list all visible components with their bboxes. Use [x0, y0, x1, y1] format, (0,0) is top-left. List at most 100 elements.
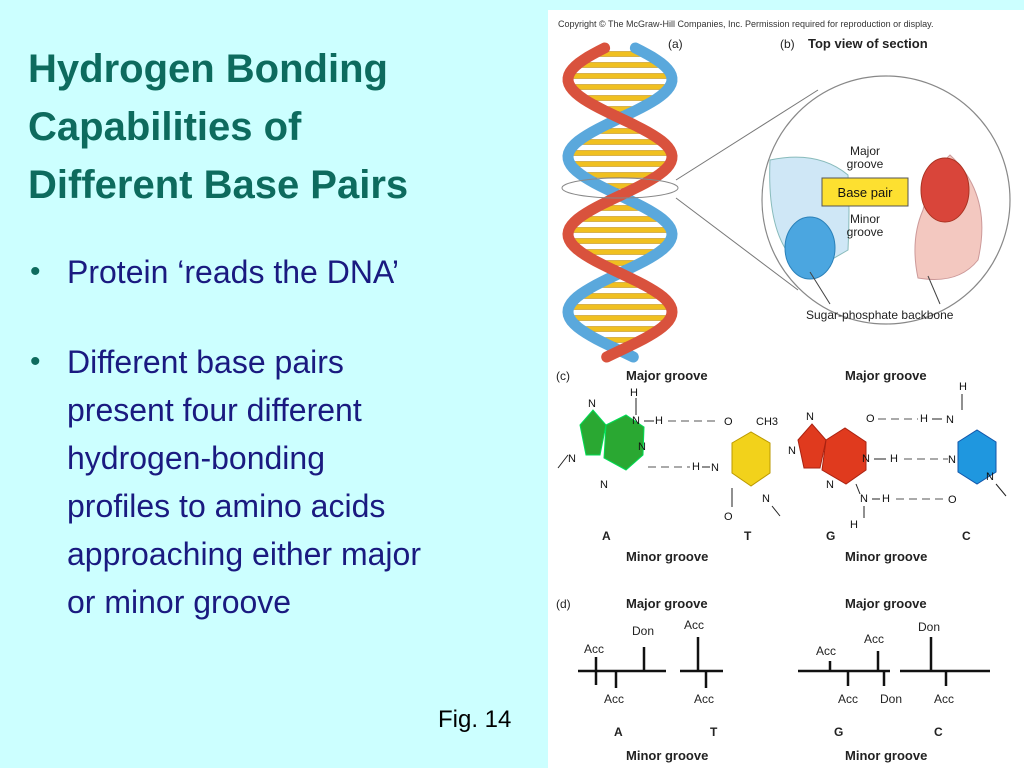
- atom-label: N: [600, 479, 608, 491]
- helix-rung: [569, 238, 671, 244]
- atom-label: N: [762, 493, 770, 505]
- bullet-item: Protein ‘reads the DNA’: [30, 248, 530, 296]
- major-groove-label-at-d: Major groove: [626, 596, 708, 611]
- bullet-line: approaching either major: [67, 536, 421, 572]
- atom-label: N: [806, 411, 814, 423]
- panel-a-label: (a): [668, 37, 683, 51]
- atom-label: H: [890, 453, 898, 465]
- helix-rung: [569, 315, 671, 321]
- donor-label: Don: [880, 692, 902, 706]
- atom-label: H: [692, 461, 700, 473]
- helix-strand-blue: [562, 42, 678, 363]
- slide-title: Hydrogen Bonding Capabilities of Differe…: [28, 40, 528, 214]
- base-label-t: T: [710, 725, 718, 739]
- section-marker: [561, 177, 679, 199]
- profile-gc: [798, 637, 990, 686]
- atom-label: H: [655, 415, 663, 427]
- atom-label: H: [630, 387, 638, 399]
- helix-rung: [570, 84, 670, 90]
- helix-rung: [569, 161, 671, 167]
- atom-label: N: [711, 462, 719, 474]
- minor-groove-label-at: Minor groove: [626, 549, 708, 564]
- base-label-g: G: [826, 529, 835, 543]
- cytosine-ring: [957, 429, 997, 485]
- atom-label: O: [724, 416, 733, 428]
- minor-groove-label-gc: Minor groove: [845, 549, 927, 564]
- acceptor-label: Acc: [934, 692, 954, 706]
- helix-rung: [568, 304, 672, 310]
- bullet-line: profiles to amino acids: [67, 488, 386, 524]
- bullet-item: Different base pairs present four differ…: [30, 338, 530, 626]
- title-line: Hydrogen Bonding: [28, 47, 388, 91]
- atom-label: O: [948, 494, 957, 506]
- major-groove-label-gc: Major groove: [845, 368, 927, 383]
- atom-label: N: [788, 445, 796, 457]
- donor-label: Don: [632, 624, 654, 638]
- helix-rung: [577, 216, 663, 222]
- title-line: Different Base Pairs: [28, 163, 409, 207]
- helix-rung: [568, 227, 672, 233]
- dna-figure: Copyright © The McGraw-Hill Companies, I…: [548, 10, 1024, 768]
- atom-label: N: [632, 415, 640, 427]
- panel-c-label: (c): [556, 369, 570, 383]
- panel-b-label: (b): [780, 37, 795, 51]
- atom-label: H: [882, 493, 890, 505]
- atom-label: O: [866, 413, 875, 425]
- thymine-ring: [731, 431, 771, 487]
- dna-figure-svg: Copyright © The McGraw-Hill Companies, I…: [556, 19, 1011, 763]
- atom-label: N: [862, 453, 870, 465]
- atom-label: N: [860, 493, 868, 505]
- backbone-label: Sugar-phosphate backbone: [806, 308, 954, 322]
- acceptor-label: Acc: [584, 642, 604, 656]
- title-line: Capabilities of: [28, 105, 302, 149]
- bullet-line: hydrogen-bonding: [67, 440, 325, 476]
- atom-label: H: [850, 519, 858, 531]
- acceptor-label: Acc: [694, 692, 714, 706]
- panel-b-title: Top view of section: [808, 36, 928, 51]
- connector-line: [675, 89, 819, 181]
- major-groove-label: Major: [850, 144, 880, 158]
- atom-label: N: [826, 479, 834, 491]
- acceptor-label: Acc: [864, 632, 884, 646]
- bullet-line: Protein ‘reads the DNA’: [67, 254, 399, 290]
- major-groove-label-gc-d: Major groove: [845, 596, 927, 611]
- adenine-ring: [579, 409, 645, 471]
- donor-label: Don: [918, 620, 940, 634]
- base-label-c: C: [934, 725, 943, 739]
- minor-groove-label: Minor: [850, 212, 880, 226]
- figure-caption: Fig. 14: [438, 706, 512, 733]
- connector-line: [675, 197, 799, 291]
- bullet-line: or minor groove: [67, 584, 292, 620]
- bullet-line: present four different: [67, 392, 362, 428]
- pointer-line: [809, 271, 831, 305]
- atom-label: N: [948, 454, 956, 466]
- base-pair-box: [821, 177, 909, 207]
- helix-strand-red: [562, 42, 678, 363]
- minor-groove-label: groove: [847, 225, 884, 239]
- base-label-g: G: [834, 725, 843, 739]
- minor-groove-label-at-d: Minor groove: [626, 748, 708, 763]
- major-groove-label: groove: [847, 157, 884, 171]
- atom-label: N: [638, 441, 646, 453]
- helix-rung: [576, 62, 664, 68]
- minor-groove-label-gc-d: Minor groove: [845, 748, 927, 763]
- atom-label: N: [986, 471, 994, 483]
- atom-label: N: [568, 453, 576, 465]
- base-pair-label: Base pair: [838, 185, 894, 200]
- panel-d-label: (d): [556, 597, 571, 611]
- guanine-ring: [797, 423, 867, 485]
- base-label-a: A: [614, 725, 623, 739]
- helix-rung: [576, 139, 664, 145]
- profile-at: [578, 637, 723, 688]
- atom-label: O: [724, 511, 733, 523]
- copyright-text: Copyright © The McGraw-Hill Companies, I…: [558, 19, 933, 29]
- pointer-line: [927, 275, 941, 305]
- acceptor-label: Acc: [838, 692, 858, 706]
- methyl-label: CH3: [756, 416, 778, 428]
- atom-label: H: [959, 381, 967, 393]
- helix-rung: [568, 150, 672, 156]
- base-label-t: T: [744, 529, 752, 543]
- helix-rung: [568, 73, 672, 79]
- bullet-line: Different base pairs: [67, 344, 344, 380]
- base-label-a: A: [602, 529, 611, 543]
